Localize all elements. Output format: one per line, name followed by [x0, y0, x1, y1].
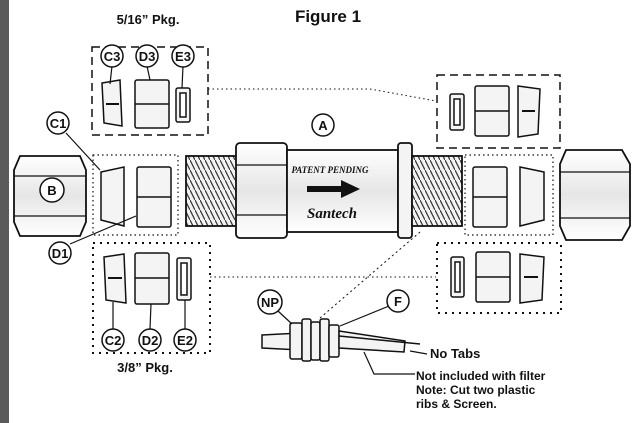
right-mid-box — [464, 154, 554, 236]
part-a-label: A — [318, 118, 328, 133]
part-np-label: NP — [261, 295, 279, 310]
part-c3-label: C3 — [104, 49, 121, 64]
leader-lines — [65, 65, 428, 375]
bubble-np: NP — [257, 289, 283, 315]
part-d2-label: D2 — [142, 333, 159, 348]
part-e2-label: E2 — [177, 333, 193, 348]
bubble-d1: D1 — [48, 241, 72, 265]
right-upper-parts — [449, 85, 541, 138]
pkg-bottom-box — [92, 242, 211, 354]
no-tabs-note: No Tabs — [430, 346, 480, 361]
right-upper-box — [436, 74, 561, 149]
bubble-e2: E2 — [173, 328, 197, 352]
part-c2-label: C2 — [105, 333, 122, 348]
bubble-c2: C2 — [101, 328, 125, 352]
right-lower-parts — [450, 251, 545, 304]
bubble-d2: D2 — [138, 328, 162, 352]
part-c1-label: C1 — [50, 116, 67, 131]
pkg-top-parts — [101, 79, 191, 129]
pkg-top-label: 5/16” Pkg. — [117, 12, 180, 27]
bubble-a: A — [311, 113, 335, 137]
part-e3-label: E3 — [175, 49, 191, 64]
c1-d1-box — [92, 154, 179, 236]
bubble-c3: C3 — [100, 44, 124, 68]
pkg-bottom-label: 3/8” Pkg. — [117, 360, 173, 375]
note-line-1: Not included with filter — [416, 369, 546, 383]
np-f-assembly — [261, 318, 421, 362]
nut-right — [559, 149, 631, 241]
bubble-c1: C1 — [46, 111, 70, 135]
note-line-3: ribs & Screen. — [416, 397, 497, 411]
part-d3-label: D3 — [139, 49, 156, 64]
flow-arrow — [307, 180, 360, 198]
filter-body-a — [185, 142, 463, 239]
part-d1-label: D1 — [52, 246, 69, 261]
bubble-d3: D3 — [135, 44, 159, 68]
c1-d1-parts — [100, 166, 172, 228]
bubble-e3: E3 — [171, 44, 195, 68]
bubble-b: B — [39, 177, 65, 203]
patent-pending-text: PATENT PENDING — [291, 165, 369, 175]
pkg-bottom-parts — [103, 252, 192, 305]
bubble-f: F — [386, 289, 410, 313]
figure-title: Figure 1 — [295, 7, 361, 26]
right-mid-parts — [472, 166, 545, 228]
left-side-bar — [0, 0, 9, 423]
brand-text: Santech — [307, 206, 357, 222]
part-f-label: F — [394, 294, 402, 309]
note-line-2: Note: Cut two plastic — [416, 383, 536, 397]
part-b-label: B — [47, 183, 56, 198]
